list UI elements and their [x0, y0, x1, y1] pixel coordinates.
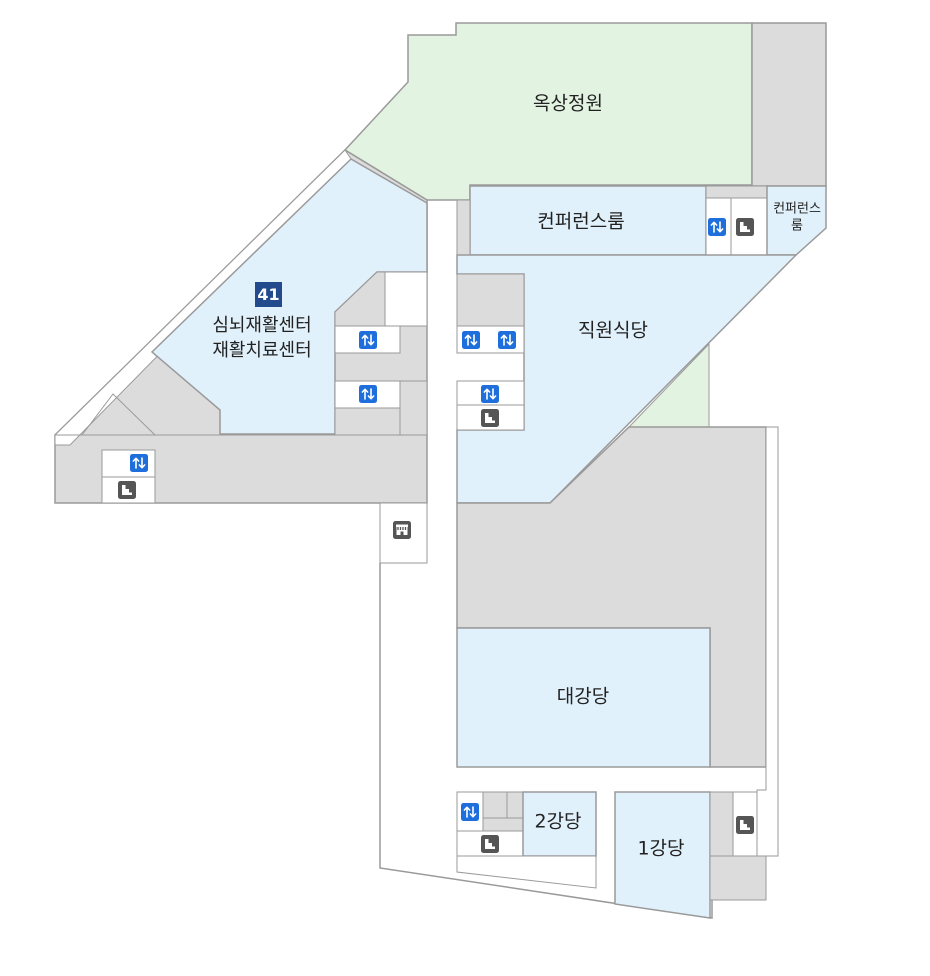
rehab-center-label-2: 재활치료센터 — [212, 340, 311, 361]
aud2-gray-3 — [506, 791, 524, 819]
rehab-center-room[interactable] — [150, 158, 428, 435]
stairs-icon[interactable] — [736, 218, 754, 236]
left-small-gray-3 — [334, 407, 401, 436]
elevator-icon[interactable] — [359, 385, 377, 403]
main-auditorium-label: 대강당 — [557, 686, 609, 708]
shop-icon[interactable] — [393, 521, 411, 539]
conference-room-label: 컨퍼런스룸 — [537, 211, 624, 233]
room-number-badge — [255, 282, 282, 307]
staff-cafeteria-label: 직원식당 — [578, 320, 648, 342]
conference-room-small-label-1: 컨퍼런스 — [773, 202, 821, 217]
left-wing-small-white — [384, 271, 428, 327]
room-number-badge-text: 41 — [257, 285, 279, 304]
aud1-gray-lower — [709, 855, 767, 901]
stairs-icon[interactable] — [736, 816, 754, 834]
left-wing-perimeter — [54, 149, 352, 446]
conference-room[interactable] — [469, 185, 707, 256]
stairs-icon[interactable] — [118, 481, 136, 499]
left-small-gray-2 — [399, 380, 428, 436]
service-area-top-right — [751, 22, 827, 187]
elevator-icon[interactable] — [461, 803, 479, 821]
stairs-icon[interactable] — [481, 835, 499, 853]
aud2-gray-1 — [482, 791, 508, 819]
auditorium-1-label: 1강당 — [637, 838, 684, 860]
elevator-icon[interactable] — [130, 454, 148, 472]
cafeteria-gray-block — [456, 273, 525, 327]
rooftop-garden-area[interactable] — [343, 22, 753, 201]
aud2-lower-strip — [456, 855, 597, 889]
auditorium-2-room[interactable] — [522, 791, 597, 857]
elevator-icon[interactable] — [481, 385, 499, 403]
auditorium-2-label: 2강당 — [534, 811, 581, 833]
aud1-gray-upper — [709, 791, 734, 857]
conference-room-small-label-2: 룸 — [791, 219, 803, 234]
rehab-center-label-1: 심뇌재활센터 — [212, 315, 311, 336]
main-auditorium-room[interactable] — [456, 627, 711, 768]
elevator-icon[interactable] — [462, 331, 480, 349]
conference-gray-top — [705, 185, 768, 199]
auditorium-1-room[interactable] — [614, 791, 711, 919]
elevator-icon[interactable] — [708, 218, 726, 236]
conference-gray-strip — [456, 199, 471, 256]
elevator-icon[interactable] — [498, 331, 516, 349]
conference-room-small[interactable] — [766, 185, 827, 256]
elevator-icon[interactable] — [359, 331, 377, 349]
rooftop-garden-label: 옥상정원 — [533, 93, 603, 115]
lower-building-edge — [379, 563, 713, 919]
stairs-icon[interactable] — [481, 409, 499, 427]
aud2-gray-2 — [482, 817, 524, 832]
